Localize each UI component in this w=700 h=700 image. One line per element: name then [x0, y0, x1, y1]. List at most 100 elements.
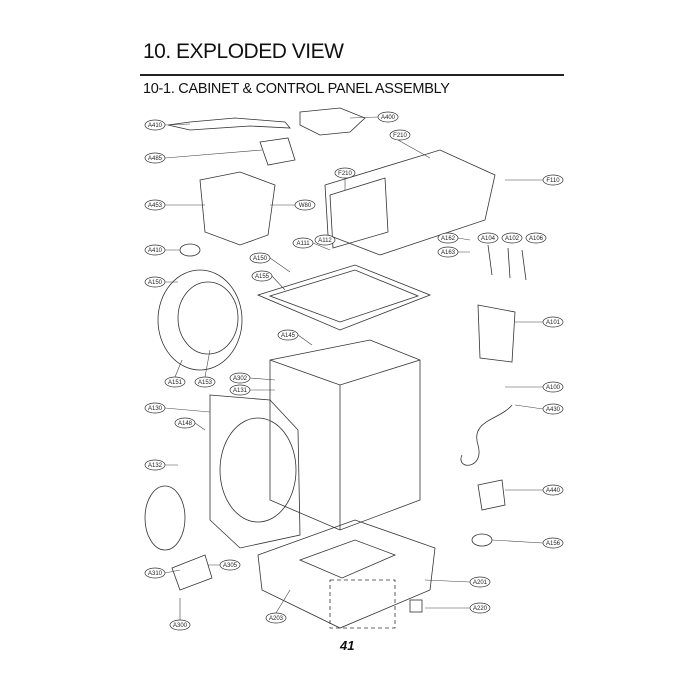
- dispenser-part: [324, 149, 496, 256]
- callout: A430: [542, 403, 564, 415]
- callout: A201: [469, 576, 491, 588]
- callout-label: A201: [473, 580, 488, 586]
- callout-label: A162: [441, 236, 456, 242]
- door-glass-part: [177, 281, 239, 355]
- page-number: 41: [340, 638, 355, 653]
- callout-label: A163: [441, 250, 456, 256]
- callout-oval: [314, 234, 336, 246]
- callout: A410: [144, 119, 166, 131]
- leg-part: [409, 599, 423, 613]
- callout-label: A151: [168, 380, 183, 386]
- callout-label: A430: [546, 407, 561, 413]
- back-panel-part: [477, 304, 516, 363]
- front-panel-opening: [219, 417, 297, 523]
- callout: A400: [377, 111, 399, 123]
- callout: A203: [265, 612, 287, 624]
- callout: F210: [334, 167, 356, 179]
- filter-part: [477, 479, 506, 511]
- top-plate-part: [256, 264, 432, 331]
- callout: A155: [251, 270, 273, 282]
- callout-label: A453: [148, 203, 163, 209]
- callout-label: A410: [148, 123, 163, 129]
- base-inner-part: [298, 539, 397, 579]
- section-title: 10-1. CABINET & CONTROL PANEL ASSEMBLY: [143, 81, 450, 97]
- callout: A100: [542, 381, 564, 393]
- callout-label: A145: [281, 333, 296, 339]
- callout-label: A132: [148, 463, 163, 469]
- callout-label: A150: [253, 256, 268, 262]
- cabinet-body-part: [269, 339, 421, 531]
- callout: A310: [144, 567, 166, 579]
- callout: A302: [229, 372, 251, 384]
- callout-label: A153: [198, 380, 213, 386]
- callout-label: A148: [178, 421, 193, 427]
- callout-label: F210: [338, 171, 352, 177]
- top-bracket-part: [167, 117, 291, 131]
- callout: A145: [277, 329, 299, 341]
- base-frame-part: [257, 519, 436, 629]
- door-ring-part: [157, 269, 243, 371]
- callout: A111: [292, 237, 314, 249]
- callout: A150: [249, 252, 271, 264]
- callout-label: A100: [546, 385, 561, 391]
- callout-label: W80: [299, 203, 312, 209]
- callout-label: A400: [381, 115, 396, 121]
- top-plate-inner: [268, 269, 420, 323]
- callout: F110: [542, 174, 564, 186]
- parts-illustration: [144, 107, 527, 629]
- callout-label: F210: [393, 133, 407, 139]
- callout-label: A112: [318, 238, 332, 244]
- callout: A453: [144, 199, 166, 211]
- callout-label: A131: [233, 388, 248, 394]
- callout-oval: [501, 232, 523, 244]
- callout-label: A130: [148, 406, 163, 412]
- callout: A162: [437, 232, 459, 244]
- callout-label: A155: [255, 274, 270, 280]
- callout-label: A220: [473, 606, 488, 612]
- callout-label: F110: [546, 178, 560, 184]
- callout: A153: [194, 376, 216, 388]
- callout-oval: [477, 232, 499, 244]
- callout-oval: [525, 232, 547, 244]
- callout: A440: [542, 484, 564, 496]
- dashed-group-outline: [329, 579, 396, 629]
- callout: F210: [389, 129, 411, 141]
- callout: A104: [477, 232, 499, 244]
- leader-lines: [164, 116, 544, 620]
- callout: A106: [525, 232, 547, 244]
- callout: A150: [144, 276, 166, 288]
- callout-label: A410: [148, 248, 163, 254]
- callout-label: A101: [546, 320, 561, 326]
- bracket-bottom-part: [171, 554, 213, 591]
- callout: A102: [501, 232, 523, 244]
- callout: A305: [219, 559, 241, 571]
- pcb-part-top: [299, 107, 366, 136]
- callout: A101: [542, 316, 564, 328]
- callout-label: A102: [505, 236, 520, 242]
- valve-parts: [487, 244, 527, 281]
- filter-cap-part: [471, 533, 493, 547]
- title-rule: [140, 74, 564, 76]
- callout: A220: [469, 602, 491, 614]
- control-board-part: [199, 171, 276, 246]
- callout-list: A410 A400 A485 F210 F210 F110 A453 W80 A…: [144, 111, 564, 631]
- callout-label: A156: [546, 541, 561, 547]
- callout-label: A485: [148, 156, 163, 162]
- module-part: [259, 137, 296, 166]
- callout-label: A300: [173, 623, 188, 629]
- callout-label: A150: [148, 280, 163, 286]
- cabinet-edges: [269, 359, 421, 530]
- callout-label: A106: [529, 236, 544, 242]
- callout-label: A310: [148, 571, 163, 577]
- callout: A151: [164, 376, 186, 388]
- callout-label: A111: [296, 241, 310, 247]
- callout: A163: [437, 246, 459, 258]
- callout: A130: [144, 402, 166, 414]
- callout: A156: [542, 537, 564, 549]
- callout-label: A440: [546, 488, 561, 494]
- callout: A300: [169, 619, 191, 631]
- knob-part: [179, 243, 201, 257]
- callout: A131: [229, 384, 251, 396]
- page-title: 10. EXPLODED VIEW: [143, 40, 344, 63]
